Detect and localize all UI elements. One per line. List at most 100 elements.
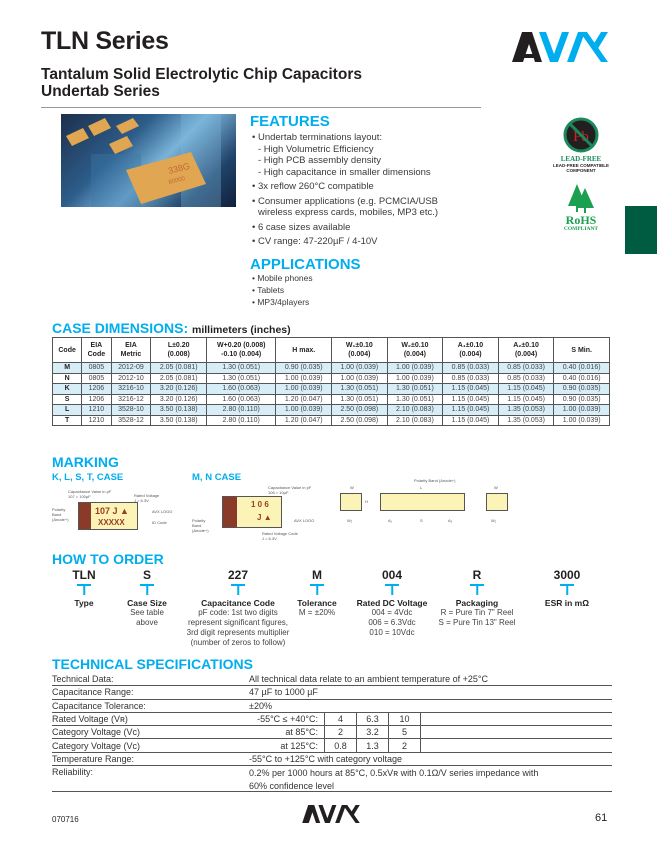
- order-item: TLN Type: [54, 568, 114, 608]
- table-cell: 3.20 (0.126): [150, 393, 207, 405]
- table-cell: 0.90 (0.035): [275, 362, 333, 374]
- chip-body: 1 0 6 J ▲: [222, 496, 282, 528]
- order-code: M: [312, 568, 322, 582]
- case-dimensions-heading: CASE DIMENSIONS: millimeters (inches): [52, 320, 291, 336]
- spec-label: Temperature Range:: [52, 753, 135, 764]
- table-cell: 1.30 (0.051): [205, 372, 277, 384]
- applications-heading: APPLICATIONS: [250, 256, 361, 273]
- order-label: Case Size: [127, 598, 167, 608]
- chip-marking-2: 80000: [168, 176, 186, 186]
- end-view-right: [486, 493, 508, 511]
- application-text: Tablets: [257, 285, 285, 295]
- order-item: 3000 ESR in mΩ: [527, 568, 607, 608]
- case-dimensions-units: millimeters (inches): [192, 324, 291, 336]
- order-code: 227: [227, 568, 249, 582]
- table-cell: 1.20 (0.047): [275, 414, 333, 426]
- dim-a2: A₂: [448, 518, 453, 523]
- table-cell: 0.40 (0.016): [553, 372, 610, 384]
- dim-h: H: [365, 499, 368, 504]
- spec-cell: 2: [325, 726, 357, 739]
- case-dimensions-title: CASE DIMENSIONS:: [52, 320, 189, 336]
- column-header: A₂±0.10(0.004): [497, 337, 555, 363]
- spec-condition: at 85°C:: [180, 726, 325, 739]
- table-cell: 2.05 (0.081): [150, 372, 207, 384]
- spec-value: 47 µF to 1000 µF: [249, 687, 318, 698]
- dim-w-right: W: [494, 485, 498, 490]
- table-cell: 3216-10: [110, 383, 152, 395]
- spec-cell: 5: [389, 726, 421, 739]
- marking-klst-title: K, L, S, T, CASE: [52, 472, 124, 483]
- spec-cell: 10: [389, 712, 421, 726]
- table-cell: 1210: [81, 414, 112, 426]
- spec-label: Category Voltage (Vᴄ): [52, 727, 141, 738]
- order-desc: M = ±20%: [298, 608, 336, 617]
- table-cell: 1.15 (0.045): [442, 414, 499, 426]
- section-tab: [625, 206, 657, 254]
- order-label: Rated DC Voltage: [356, 598, 428, 608]
- table-cell: 1.30 (0.051): [331, 383, 388, 395]
- column-header: Code: [51, 337, 83, 363]
- footer-avx-logo: [302, 805, 360, 823]
- logo-label: AVX LOGO: [152, 509, 173, 514]
- table-cell: 1206: [81, 383, 112, 395]
- product-photo: 338G 80000: [61, 114, 236, 207]
- table-cell: 3.50 (0.138): [150, 414, 207, 426]
- spec-value: -55°C to +125°C with category voltage: [249, 753, 403, 764]
- table-cell: 1.00 (0.039): [386, 362, 444, 374]
- dim-s: S: [420, 518, 423, 523]
- marking-line-2: XXXXX: [98, 518, 125, 527]
- rohs-badge: RoHS COMPLIANT: [546, 184, 616, 232]
- feature-item: • CV range: 47-220µF / 4-10V: [252, 236, 378, 247]
- table-cell: 1.15 (0.045): [497, 383, 555, 395]
- table-cell: 2.05 (0.081): [150, 362, 207, 374]
- spec-condition: at 125°C:: [180, 739, 325, 752]
- order-desc: 010 = 10Vdc: [369, 628, 415, 637]
- tee-connector-icon: [352, 582, 432, 596]
- table-cell: 1.00 (0.039): [331, 372, 388, 384]
- order-code: 3000: [553, 568, 581, 582]
- lead-free-badge: Pb LEAD-FREE LEAD-FREE COMPATIBLE COMPON…: [536, 117, 626, 173]
- order-desc: 004 = 4Vdc: [371, 608, 413, 617]
- spec-label: Technical Data:: [52, 674, 114, 685]
- spec-row-temp-range: Temperature Range: -55°C to +125°C with c…: [52, 753, 612, 767]
- spec-cell: 2: [389, 739, 421, 752]
- order-code: TLN: [72, 568, 96, 582]
- document-code: 070716: [52, 815, 79, 824]
- order-label: ESR in mΩ: [544, 598, 590, 608]
- features-heading: FEATURES: [250, 113, 330, 130]
- marking-mn-title: M, N CASE: [192, 472, 242, 483]
- application-item: • Mobile phones: [252, 273, 313, 283]
- feature-text: 3x reflow 260°C compatible: [257, 181, 374, 192]
- order-desc: (number of zeros to follow): [190, 638, 286, 647]
- case-code-cell: K: [51, 383, 83, 395]
- tee-connector-icon: [427, 582, 527, 596]
- order-label: Capacitance Code: [201, 598, 275, 608]
- table-cell: 1.60 (0.063): [205, 393, 277, 405]
- page-number: 61: [595, 812, 608, 824]
- table-cell: 2.80 (0.110): [205, 414, 277, 426]
- order-code: S: [142, 568, 151, 582]
- side-view: [380, 493, 465, 511]
- table-cell: 1.60 (0.063): [205, 383, 277, 395]
- column-header: S Min.: [553, 337, 610, 363]
- application-item: • Tablets: [252, 285, 285, 295]
- subtitle-line-2: Undertab Series: [41, 83, 160, 100]
- table-cell: 3528-12: [110, 414, 152, 426]
- table-cell: 1.30 (0.051): [386, 383, 444, 395]
- spec-row-cap-range: Capacitance Range:47 µF to 1000 µF: [52, 686, 612, 700]
- order-desc: 006 = 6.3Vdc: [368, 618, 416, 627]
- feature-text: 6 case sizes available: [257, 221, 351, 233]
- feature-item: • 3x reflow 260°C compatible: [252, 181, 374, 192]
- spec-cell: 3.2: [357, 726, 389, 739]
